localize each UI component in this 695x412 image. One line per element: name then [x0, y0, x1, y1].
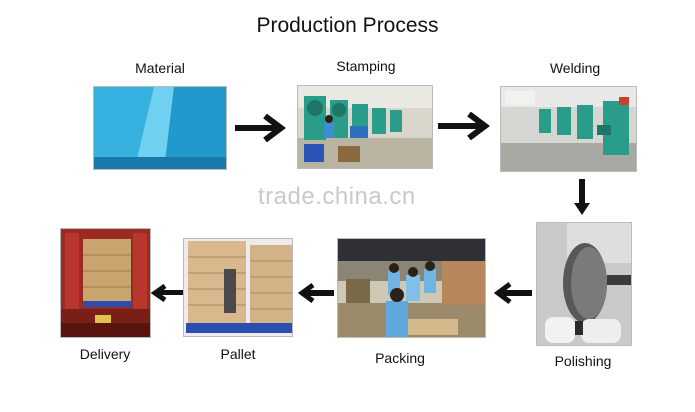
step-label-welding: Welding: [549, 60, 601, 76]
arrow-right-icon: [235, 114, 290, 142]
pallet-photo: [183, 238, 293, 337]
step-label-packing: Packing: [375, 350, 425, 366]
arrow-left-icon: [298, 283, 334, 303]
packing-photo: [337, 238, 486, 338]
stamping-photo: [297, 85, 433, 169]
arrow-right-icon: [438, 112, 494, 140]
welding-photo: [500, 86, 637, 172]
arrow-left-icon: [494, 282, 532, 304]
delivery-photo: [60, 228, 151, 338]
step-label-pallet: Pallet: [220, 346, 256, 362]
page-title: Production Process: [256, 14, 439, 37]
step-label-delivery: Delivery: [79, 346, 131, 362]
polishing-photo: [536, 222, 632, 346]
step-label-stamping: Stamping: [336, 58, 396, 74]
watermark: trade.china.cn: [258, 183, 416, 210]
material-photo: [93, 86, 227, 170]
step-label-polishing: Polishing: [554, 353, 612, 369]
arrow-down-icon: [574, 179, 590, 217]
arrow-left-icon: [151, 284, 183, 302]
step-label-material: Material: [135, 60, 185, 76]
